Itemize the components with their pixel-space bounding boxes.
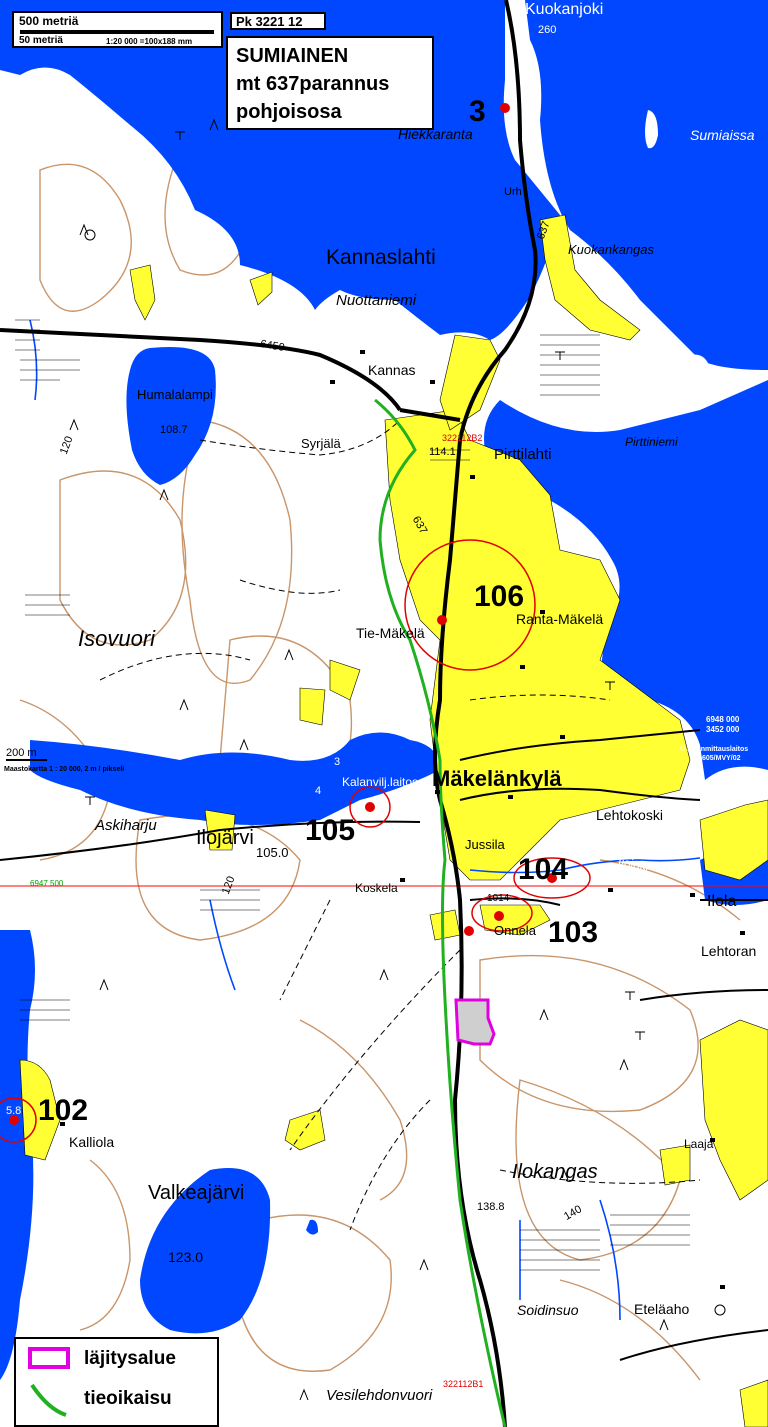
buildings: [60, 350, 745, 1289]
place-koskela: Koskela: [355, 881, 398, 895]
title-line-1: SUMIAINEN: [236, 45, 349, 67]
place-jussila: Jussila: [465, 837, 505, 852]
scale-ratio: 1:20 000 =100x188 mm: [106, 37, 193, 46]
place-hiekkaranta: Hiekkaranta: [398, 126, 473, 142]
place-lehtokoski: Lehtokoski: [596, 807, 663, 823]
num-4: 4: [315, 785, 322, 797]
site-dots: [9, 103, 557, 1125]
tieoikaisu-symbol-icon: [30, 1383, 67, 1417]
legend: läjitysalue tieoikaisu: [14, 1337, 219, 1427]
place-valkeajarvi: Valkeajärvi: [148, 1182, 245, 1204]
place-syrjala: Syrjälä: [301, 436, 341, 451]
num-1014: 1014: [487, 893, 510, 904]
side-scale-label: 200 m: [6, 748, 47, 761]
place-soidinsuo: Soidinsuo: [517, 1302, 579, 1318]
ref-322112b2: 322112B2: [442, 433, 483, 443]
site-104[interactable]: 104: [518, 853, 569, 886]
gridline-label: 6947 500: [30, 879, 64, 888]
ref-322112b1: 322112B1: [443, 1379, 484, 1389]
lajitysalue-area: [454, 998, 496, 1046]
scale-bar: [20, 30, 214, 34]
title-box: SUMIAINEN mt 637parannus pohjoisosa: [226, 36, 434, 130]
site-3[interactable]: 3: [469, 95, 486, 128]
title-line-3: pohjoisosa: [236, 101, 342, 123]
legend-label-lajitysalue: läjitysalue: [84, 1348, 176, 1369]
place-nuottaniemi: Nuottaniemi: [336, 292, 417, 309]
place-kalanviljlaitos: Kalanvilj.laitos: [342, 775, 419, 789]
place-ranta-makela: Ranta-Mäkelä: [516, 611, 604, 627]
site-106[interactable]: 106: [474, 580, 525, 613]
water-bodies: [0, 0, 768, 1380]
legend-label-tieoikaisu: tieoikaisu: [84, 1388, 172, 1409]
map-sheet-id: Pk 3221 12: [230, 12, 326, 30]
place-laaja: Laaja: [684, 1137, 714, 1151]
num-114-1: 114.1: [429, 446, 456, 458]
tieoikaisu-line: [374, 398, 507, 1427]
place-isovuori: Isovuori: [78, 626, 156, 651]
legend-item-lajitysalue: läjitysalue: [24, 1345, 214, 1375]
place-kannas: Kannas: [368, 362, 416, 378]
scale-top-label: 500 metriä: [19, 14, 79, 28]
num-108-7: 108.7: [160, 424, 188, 436]
place-kuokanjoki: Kuokanjoki: [525, 1, 604, 18]
place-makelankyla: Mäkelänkylä: [432, 766, 562, 791]
site-circles: [0, 539, 591, 1143]
place-kalliola: Kalliola: [69, 1134, 115, 1150]
place-pirttiniemi: Pirttiniemi: [625, 435, 678, 449]
num-105-0: 105.0: [256, 845, 289, 860]
num-5-8: 5.8: [6, 1105, 22, 1117]
map-info: Maastokartta 1 : 20 000, 2 m / pikseli: [4, 766, 125, 773]
num-260: 260: [538, 24, 557, 36]
place-ilojarvi: Ilojärvi: [196, 827, 254, 849]
site-105[interactable]: 105: [305, 814, 356, 847]
scale-box: 500 metriä 50 metriä 1:20 000 =100x188 m…: [12, 11, 223, 48]
copyright-line-1: © Maanmittauslaitos: [680, 746, 749, 753]
place-vesilehdonvuori: Vesilehdonvuori: [326, 1387, 433, 1404]
lajitysalue-symbol-icon: [28, 1347, 70, 1369]
site-102[interactable]: 102: [38, 1094, 89, 1127]
place-lehtoran: Lehtoran: [701, 943, 757, 959]
place-askiharju: Askiharju: [95, 817, 157, 834]
place-sumiaissa: Sumiaissa: [690, 127, 755, 143]
forest-tracks: [99, 419, 701, 1231]
place-ilola: Ilola: [707, 893, 737, 910]
num-3: 3: [334, 756, 341, 768]
place-onnela: Onnela: [494, 923, 536, 938]
coord-north: 6948 000: [706, 715, 740, 724]
num-5: 5: [64, 817, 71, 829]
place-urh: Urh: [504, 186, 522, 198]
num-123-0: 123.0: [168, 1249, 204, 1265]
place-pirttilahti: Pirttilahti: [494, 446, 552, 463]
secondary-roads: [0, 729, 768, 1361]
title-line-2: mt 637parannus: [236, 73, 390, 95]
site-103[interactable]: 103: [548, 916, 599, 949]
copyright-line-2: 605/MVY/02: [702, 755, 741, 762]
place-tie-makela: Tie-Mäkelä: [356, 625, 425, 641]
place-etelaaho: Eteläaho: [634, 1301, 690, 1317]
place-kannaslahti: Kannaslahti: [326, 246, 436, 269]
coord-east: 3452 000: [706, 725, 740, 734]
legend-item-tieoikaisu: tieoikaisu: [24, 1383, 214, 1417]
num-138-8: 138.8: [477, 1201, 505, 1213]
vegetation-symbols: [69, 118, 726, 1401]
place-humalalampi: Humalalampi: [137, 387, 213, 402]
num-3-3: 3.3: [30, 833, 46, 845]
scale-bottom-label: 50 metriä: [19, 35, 63, 46]
place-likos: Likos: [724, 367, 760, 384]
place-kuokankangas: Kuokankangas: [568, 242, 655, 257]
place-ilokangas: Ilokangas: [512, 1161, 598, 1183]
